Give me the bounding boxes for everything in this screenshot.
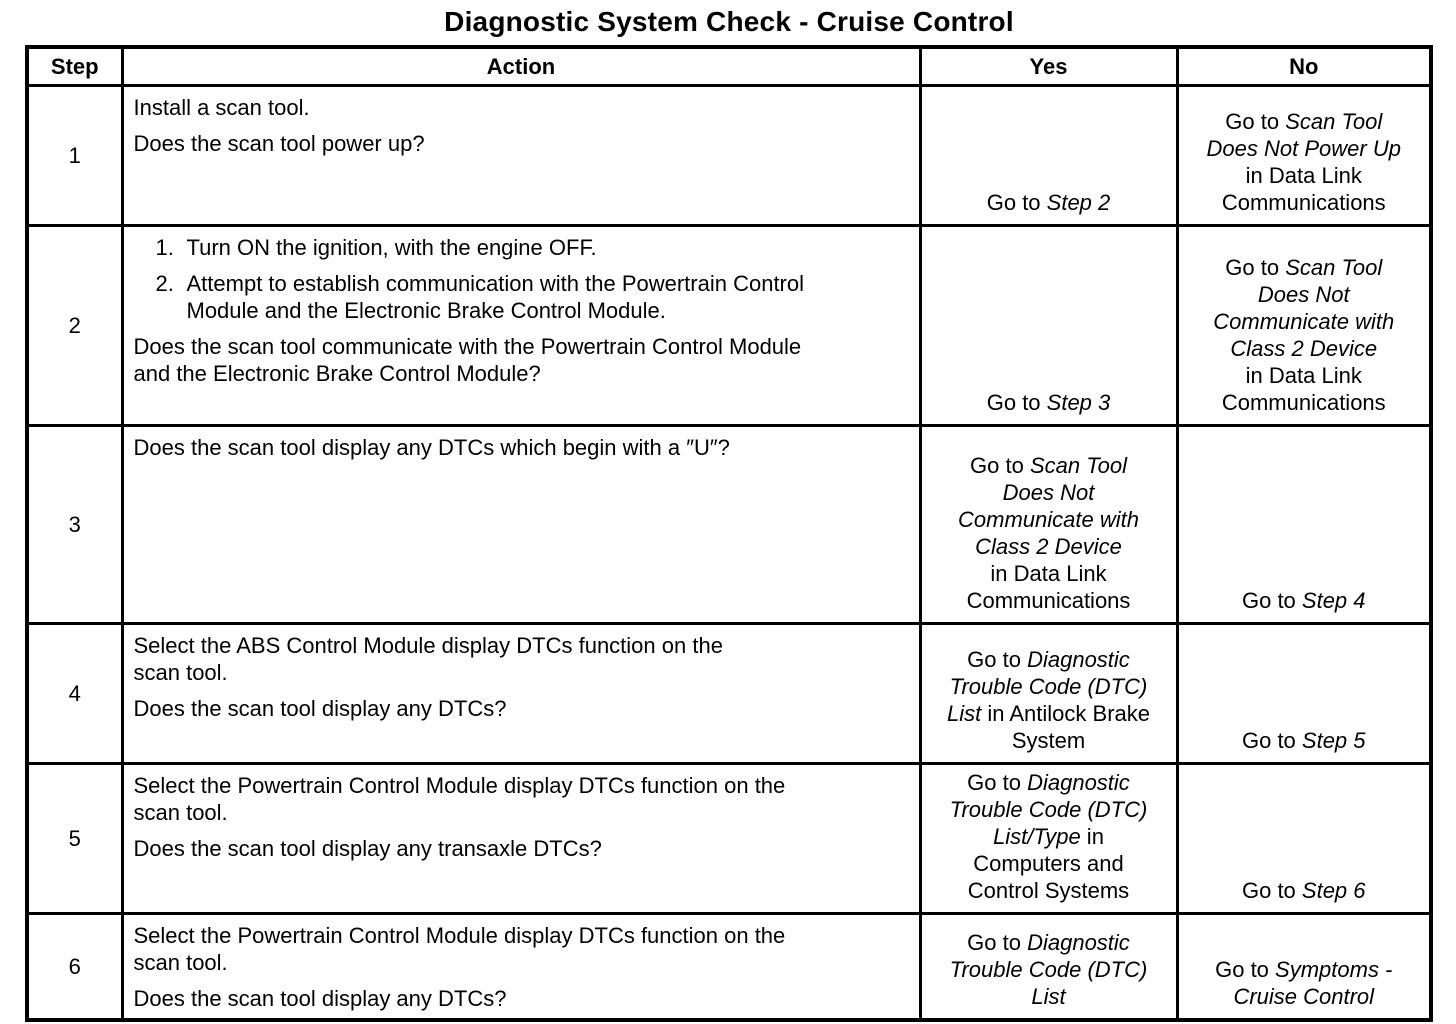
table-body: 1 Install a scan tool. Does the scan tool … [25, 83, 1433, 1021]
action-cell: Install a scan tool. Does the scan tool p… [120, 83, 922, 227]
no-cell: Go to Step 5 [1175, 621, 1433, 765]
table-row: 3 Does the scan tool display any DTCs whi… [25, 423, 1433, 625]
table-header: Step Action Yes No [25, 45, 1433, 87]
action-paragraph: Does the scan tool display any DTCs? [133, 985, 507, 1011]
action-cell: Select the Powertrain Control Module dis… [120, 911, 922, 1021]
action-paragraph: Does the scan tool display any DTCs? [133, 695, 507, 721]
column-header-yes: Yes [918, 45, 1179, 87]
action-paragraph: Does the scan tool display any DTCs whic… [133, 434, 730, 460]
no-cell: Go to Symptoms -Cruise Control [1175, 911, 1433, 1021]
action-cell: 1. Turn ON the ignition, with the engine … [120, 223, 922, 427]
action-paragraph: Does the scan tool display any transaxle… [133, 835, 602, 861]
step-number: 1 [25, 83, 124, 227]
column-header-action: Action [120, 45, 922, 87]
column-header-step: Step [25, 45, 124, 87]
step-number: 3 [25, 423, 124, 625]
step-number: 4 [25, 621, 124, 765]
action-cell: Select the ABS Control Module display DT… [120, 621, 922, 765]
yes-cell: Go to Step 2 [918, 83, 1179, 227]
action-cell: Select the Powertrain Control Module dis… [120, 761, 922, 915]
step-number: 6 [25, 911, 124, 1021]
no-cell: Go to Step 4 [1175, 423, 1433, 625]
table-row: 1 Install a scan tool. Does the scan tool … [25, 83, 1433, 227]
action-paragraph: Select the Powertrain Control Module dis… [133, 772, 786, 825]
list-number: 2. [155, 270, 174, 296]
action-paragraph: Select the Powertrain Control Module dis… [133, 922, 786, 975]
table-row: 2 1. Turn ON the ignition, with the engine… [25, 223, 1433, 427]
list-text: Attempt to establish communication with … [186, 270, 805, 323]
step-number: 2 [25, 223, 124, 427]
column-header-no: No [1175, 45, 1433, 87]
action-paragraph: Install a scan tool. [133, 94, 310, 120]
page-title: Diagnostic System Check - Cruise Control [444, 6, 1014, 37]
list-text: Turn ON the ignition, with the engine OF… [186, 234, 597, 260]
list-number: 1. [155, 234, 174, 260]
action-paragraph: Does the scan tool communicate with the … [133, 333, 802, 386]
header-row: Step Action Yes No [25, 45, 1433, 87]
action-list-item: 2. Attempt to establish communication wit… [156, 270, 909, 324]
step-number: 5 [25, 761, 124, 915]
no-cell: Go to Step 6 [1175, 761, 1433, 915]
action-paragraph: Select the ABS Control Module display DT… [133, 632, 723, 685]
action-paragraph: Does the scan tool power up? [133, 130, 425, 156]
action-list-item: 1. Turn ON the ignition, with the engine … [156, 234, 909, 261]
action-cell: Does the scan tool display any DTCs whic… [120, 423, 922, 625]
yes-cell: Go to Step 3 [918, 223, 1179, 427]
